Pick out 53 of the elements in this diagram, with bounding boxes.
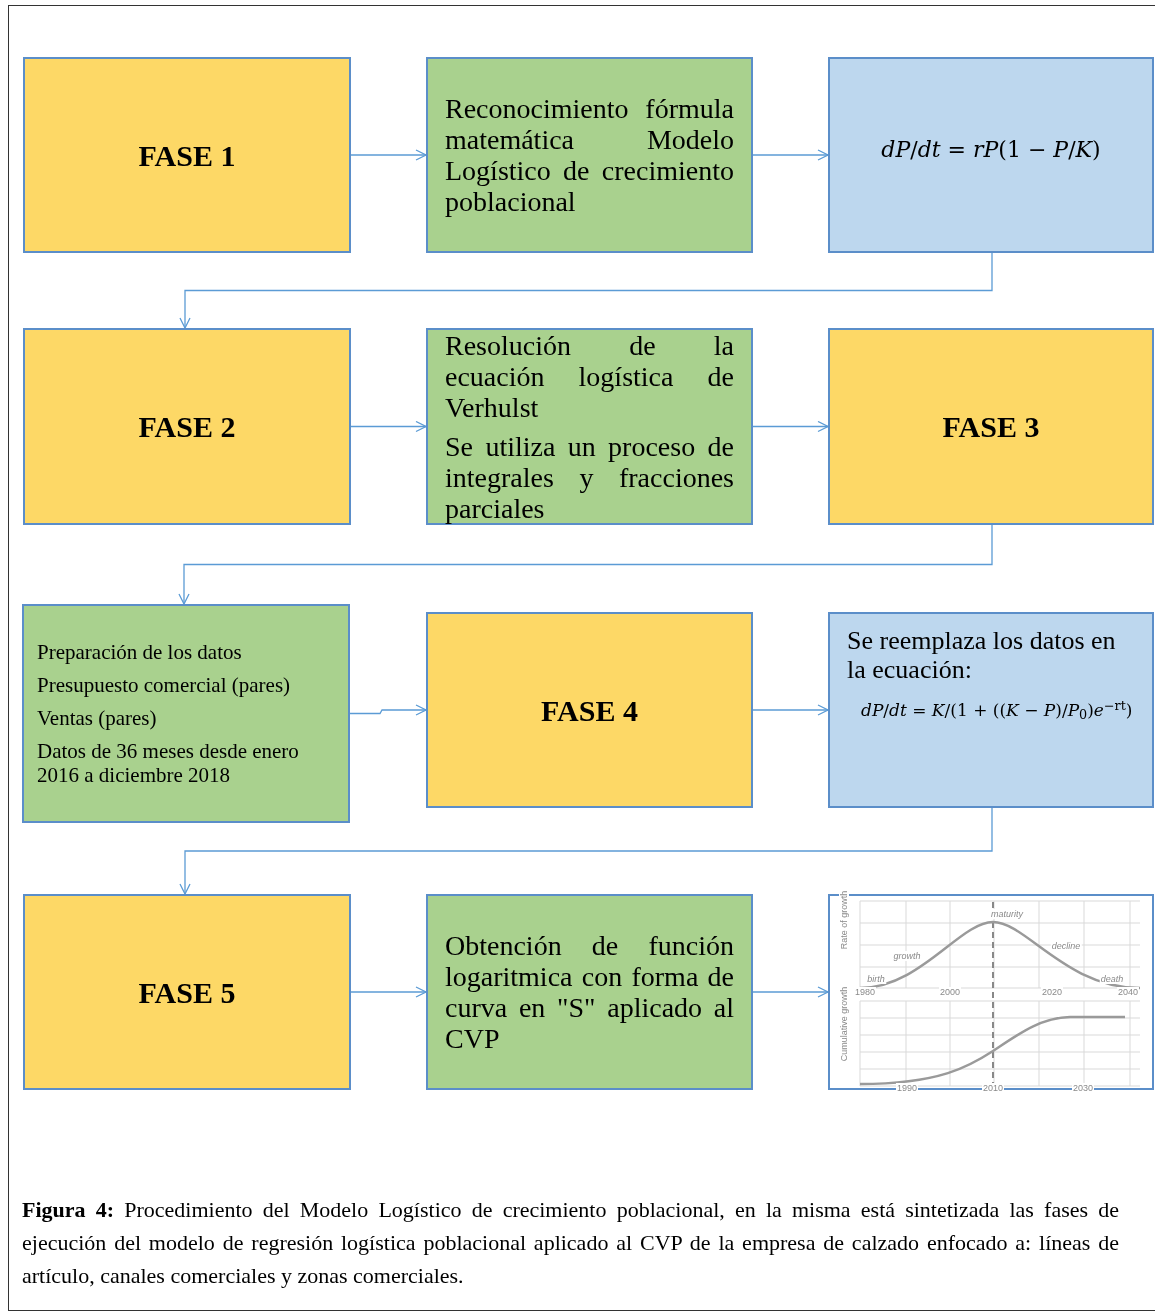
data-item: Preparación de los datos — [37, 640, 243, 664]
chart-label: birth — [866, 974, 886, 984]
chart-label: 2010 — [982, 1083, 1004, 1093]
arrow — [179, 807, 993, 895]
arrow — [752, 420, 829, 433]
phase-box — [23, 328, 351, 525]
step-text: Reconocimiento fórmula matemática Modelo Logístico de crecimiento poblacional — [445, 93, 734, 217]
step-text: Se utiliza un proceso de integrales y fracciones parciales — [445, 430, 734, 524]
arrow — [178, 524, 993, 605]
phase-box — [426, 612, 753, 808]
arrow — [349, 704, 427, 716]
phase-box — [828, 328, 1154, 525]
step-text: Resolución de la ecuación logística de Verhulst — [445, 329, 734, 423]
chart-label: 1990 — [896, 1083, 918, 1093]
chart-label: growth — [892, 951, 922, 961]
step-text: Se reemplaza los datos en la ecuación: — [847, 626, 1117, 684]
axis-label: Cumulative growth — [839, 985, 849, 1063]
phase-box — [23, 894, 351, 1090]
arrow — [752, 149, 829, 161]
arrow — [350, 420, 427, 433]
arrow — [179, 252, 993, 329]
arrow — [752, 986, 829, 998]
phase-title: FASE 4 — [541, 692, 638, 729]
step-text: Obtención de función logaritmica con forma de curva en "S" aplicado al CVP — [445, 930, 734, 1054]
chart-label: 2020 — [1041, 987, 1063, 997]
data-item: Datos de 36 meses desde enero 2016 a diciembre 2018 — [37, 739, 300, 787]
caption: Figura 4: Procedimiento del Modelo Logístico de crecimiento poblacional, en la misma está sintetizada las fases de ejecución del modelo de regresión logística poblacional aplicado al CVP de la empresa de calzado enfocado a: líneas de artículo, canales comerciales y zonas comerciales. — [22, 1196, 1119, 1290]
phase-box — [23, 57, 351, 253]
data-item: Presupuesto comercial (pares) — [37, 673, 292, 697]
data-item: Ventas (pares) — [37, 706, 158, 730]
chart-label: death — [1099, 974, 1125, 984]
chart-label: decline — [1050, 941, 1082, 951]
arrow — [752, 704, 829, 716]
phase-title: FASE 2 — [138, 409, 236, 445]
arrow — [350, 149, 427, 161]
arrow — [350, 986, 427, 998]
process-box — [426, 894, 753, 1090]
axis-label: Rate of growth — [839, 889, 849, 951]
formula-box — [828, 57, 1154, 253]
phase-title: FASE 5 — [138, 974, 236, 1011]
process-box — [426, 328, 753, 525]
formula: dP/dt = K/(1 + ((K − P)/P$_{0}$)e$^{−rt}$) — [860, 698, 1134, 722]
process-box — [426, 57, 753, 253]
phase-title: FASE 3 — [942, 409, 1040, 445]
chart-label: 1980 — [854, 987, 876, 997]
chart-label: 2000 — [939, 987, 961, 997]
data-box — [22, 604, 350, 823]
chart-label: maturity — [990, 909, 1024, 919]
formula: dP/dt = rP(1 − P/K) — [881, 135, 1101, 164]
formula-box — [828, 612, 1154, 808]
chart-label: 2040 — [1117, 987, 1139, 997]
phase-title: FASE 1 — [138, 137, 236, 174]
chart-label: 2030 — [1072, 1083, 1094, 1093]
